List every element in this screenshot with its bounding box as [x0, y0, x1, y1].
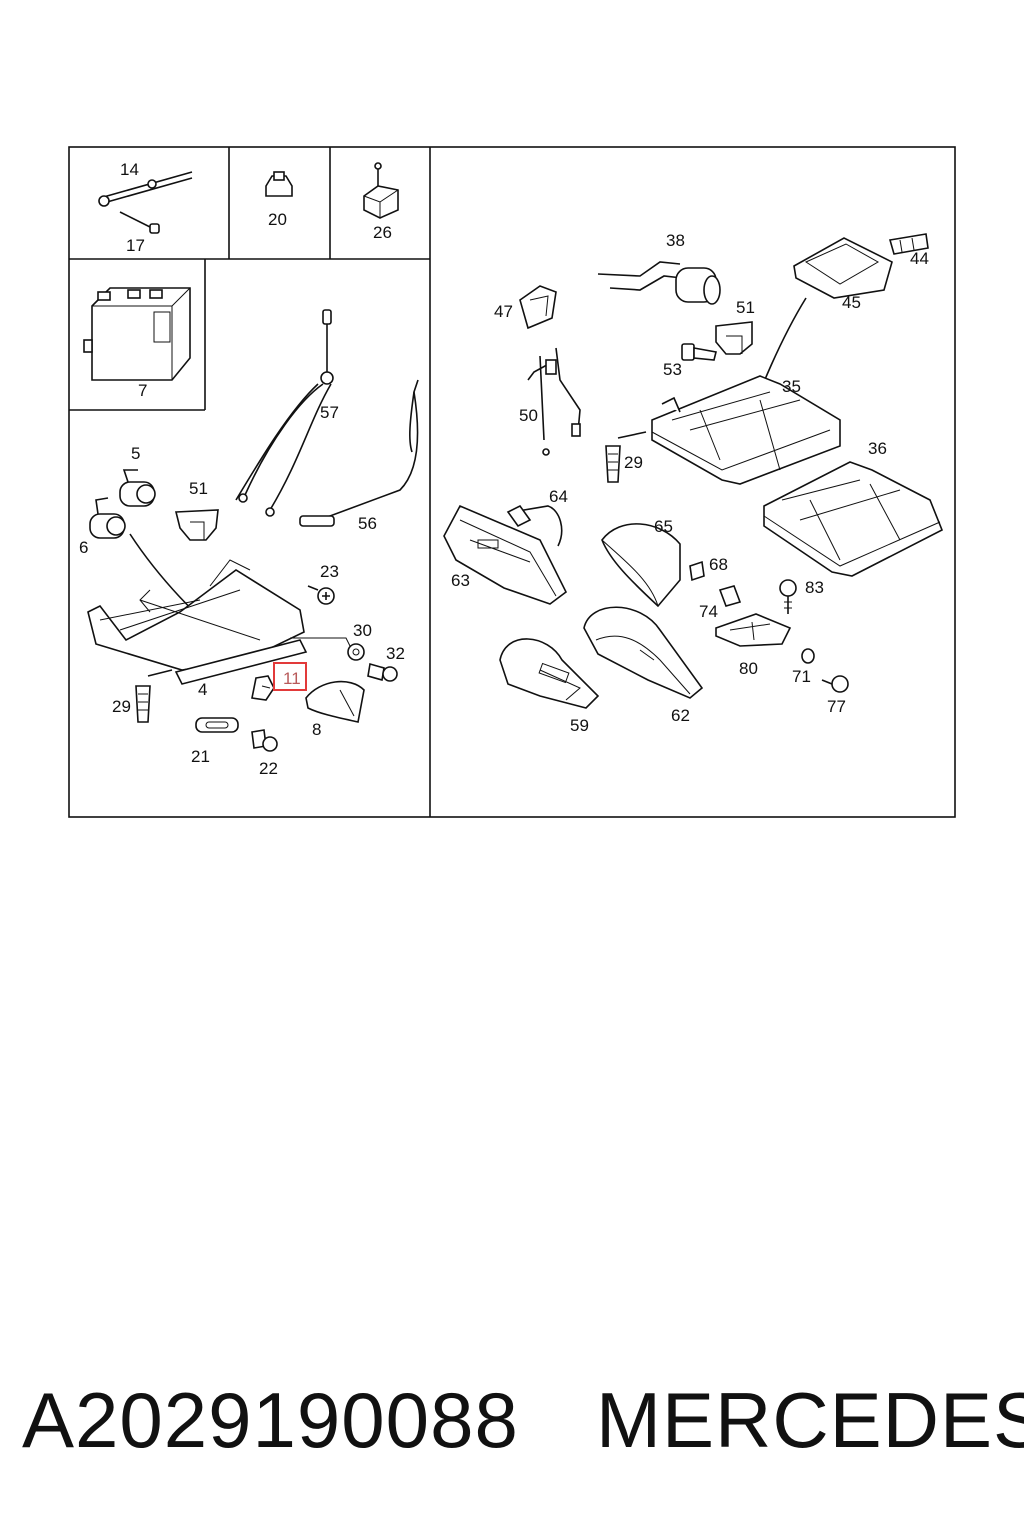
part-63-trim-cover [443, 504, 568, 605]
callout-26: 26 [373, 223, 392, 242]
part-4-seat-rail-assembly [87, 559, 308, 685]
callout-77: 77 [827, 697, 846, 716]
callout-63: 63 [451, 571, 470, 590]
callout-8: 8 [312, 720, 321, 739]
part-51-bracket-right [715, 321, 753, 355]
callout-56: 56 [358, 514, 377, 533]
part-36-seat-frame [763, 461, 944, 577]
callout-44: 44 [910, 249, 929, 268]
callout-23: 23 [320, 562, 339, 581]
callout-35: 35 [782, 377, 801, 396]
part-35-seat-frame [651, 375, 841, 485]
callout-32: 32 [386, 644, 405, 663]
part-32-bolt [367, 662, 398, 682]
part-50-sensor-bracket [527, 347, 581, 456]
callout-80: 80 [739, 659, 758, 678]
part-22-screw [251, 729, 278, 752]
callout-51-right: 51 [736, 298, 755, 317]
callout-65: 65 [654, 517, 673, 536]
part-29-bolt-left [135, 669, 173, 723]
part-number: A2029190088 [22, 1376, 519, 1464]
part-53-bolt [681, 343, 717, 361]
callout-11-highlighted: 11 [283, 669, 301, 688]
callout-47: 47 [494, 302, 513, 321]
callout-59: 59 [570, 716, 589, 735]
callout-21: 21 [191, 747, 210, 766]
diagram-frame [68, 146, 956, 818]
part-21-bezel [195, 717, 239, 733]
part-71-washer [801, 648, 815, 664]
callout-62: 62 [671, 706, 690, 725]
caption-bar: A2029190088 MERCEDES [0, 1370, 1024, 1470]
part-45-control-module [793, 237, 893, 299]
callout-22: 22 [259, 759, 278, 778]
part-64-bracket [506, 504, 563, 547]
part-74-nut [718, 585, 742, 607]
callout-45: 45 [842, 293, 861, 312]
part-44-clip [888, 233, 929, 255]
part-20-clip [265, 171, 293, 197]
part-47-cover [519, 285, 557, 330]
callout-71: 71 [792, 667, 811, 686]
callout-68: 68 [709, 555, 728, 574]
part-7-control-unit [83, 287, 191, 381]
callout-83: 83 [805, 578, 824, 597]
callout-29-right: 29 [624, 453, 643, 472]
part-65-cover [601, 523, 681, 608]
callout-53: 53 [663, 360, 682, 379]
part-8-handle [305, 680, 365, 723]
part-57-bowden-cable [235, 309, 334, 517]
callout-29-left: 29 [112, 697, 131, 716]
part-77-screw [821, 675, 849, 693]
part-80-bracket [715, 613, 792, 647]
part-29-bolt-right [605, 431, 647, 483]
callout-4: 4 [198, 680, 207, 699]
part-83-screw [779, 579, 797, 614]
callout-5: 5 [131, 444, 140, 463]
callout-6: 6 [79, 538, 88, 557]
part-6-motor [89, 497, 126, 539]
callout-30: 30 [353, 621, 372, 640]
part-38-motor [597, 261, 721, 305]
callout-7: 7 [138, 381, 147, 400]
part-59-trim-cover [499, 638, 600, 709]
part-11-knob [251, 675, 275, 701]
callout-64: 64 [549, 487, 568, 506]
part-62-trim-cover [583, 606, 704, 699]
callout-57: 57 [320, 403, 339, 422]
part-5-motor [119, 469, 156, 507]
callout-20: 20 [268, 210, 287, 229]
part-26-knob [363, 162, 399, 219]
callout-74: 74 [699, 602, 718, 621]
part-56-cable [299, 379, 419, 527]
part-51-bracket-left [174, 509, 219, 541]
part-68-clip [689, 560, 705, 582]
highlight-box-11 [273, 662, 307, 691]
callout-51-left: 51 [189, 479, 208, 498]
callout-36: 36 [868, 439, 887, 458]
callout-38: 38 [666, 231, 685, 250]
part-23-screw [307, 585, 335, 605]
callout-labels: 14 17 20 26 7 57 56 5 6 51 23 30 32 4 29… [79, 160, 929, 778]
brand-name: MERCEDES [596, 1376, 1024, 1464]
callout-14: 14 [120, 160, 139, 179]
part-14-lever [98, 171, 193, 234]
part-30-washer [347, 643, 365, 661]
callout-17: 17 [126, 236, 145, 255]
callout-50: 50 [519, 406, 538, 425]
